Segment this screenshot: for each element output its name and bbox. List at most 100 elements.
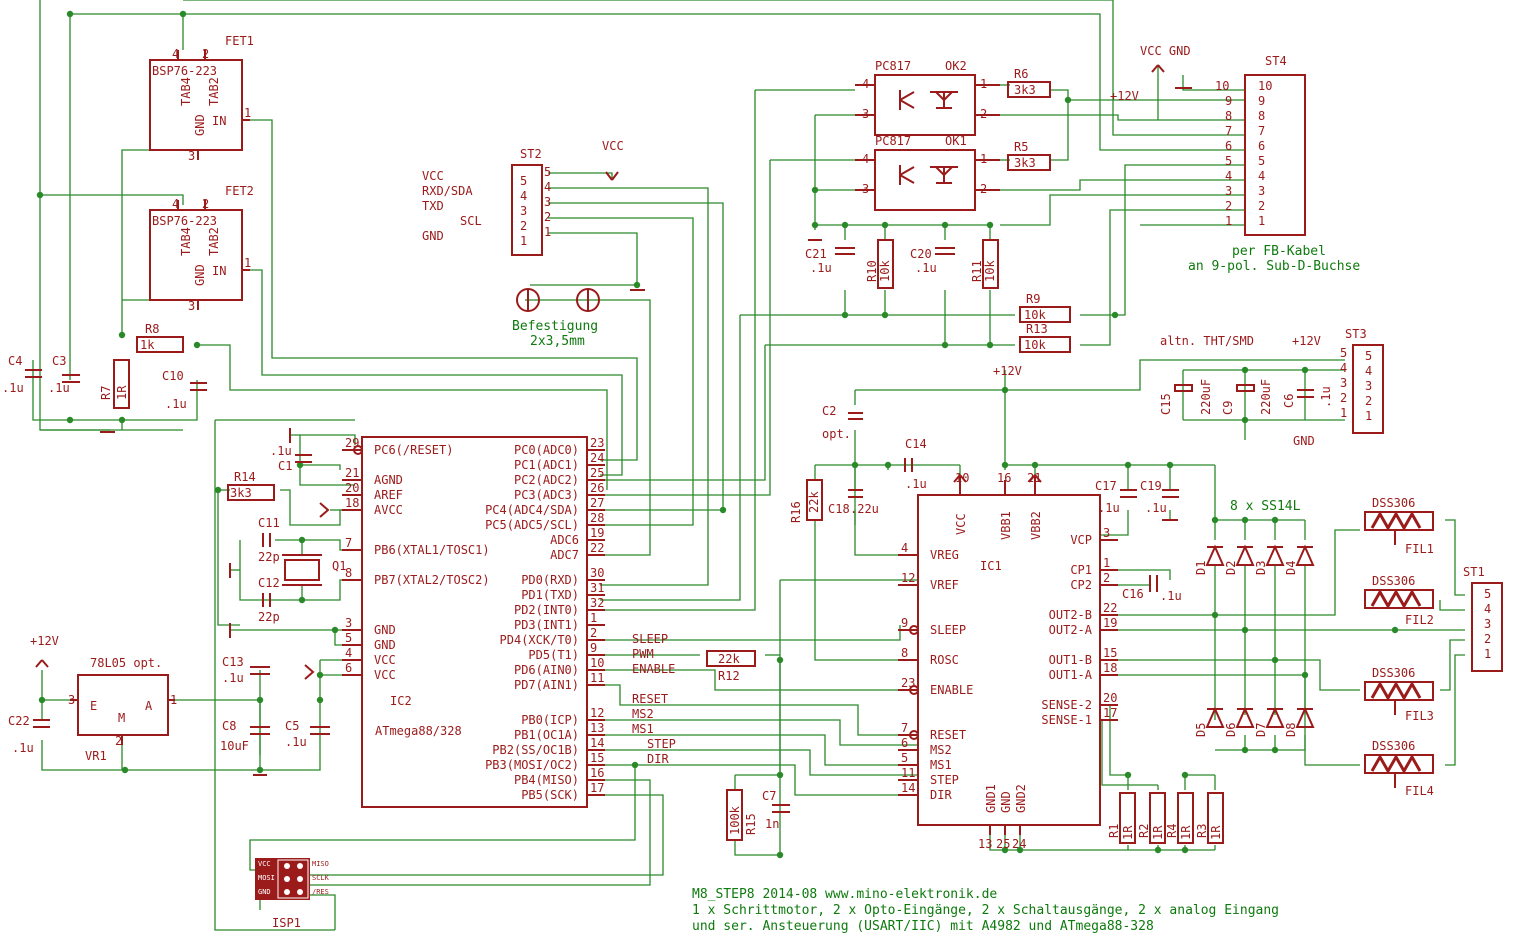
pin-label: ENABLE [930, 683, 973, 697]
pin-number: 6 [345, 661, 352, 675]
pin-number: 8 [345, 566, 352, 580]
pin-number: 27 [590, 496, 604, 510]
svg-text:1: 1 [1484, 647, 1491, 661]
filters: DSS306 FIL1 DSS306 FIL2 DSS306 FIL3 DSS3… [1364, 496, 1434, 798]
ic1-right-pins: 3VCP1CP12CP222OUT2-B19OUT2-A15OUT1-B18OU… [1041, 526, 1118, 727]
svg-text:C21: C21 [805, 247, 827, 261]
svg-text:TAB2: TAB2 [207, 227, 221, 256]
mounting-holes: Befestigung 2x3,5mm [512, 288, 600, 349]
svg-text:10uF: 10uF [220, 739, 249, 753]
svg-text:per FB-Kabel: per FB-Kabel [1232, 244, 1326, 259]
svg-text:22k: 22k [807, 491, 821, 513]
pin-label: PC3(ADC3) [514, 488, 579, 502]
pin-number: 9 [901, 616, 908, 630]
pin-number: 2 [590, 626, 597, 640]
svg-text:IC2: IC2 [390, 694, 412, 708]
pin-label: PB2(SS/OC1B) [492, 743, 579, 757]
svg-text:C11: C11 [258, 516, 280, 530]
svg-text:ENABLE: ENABLE [632, 662, 675, 676]
pin-label: ROSC [930, 653, 959, 667]
svg-text:R12: R12 [718, 669, 740, 683]
svg-text:VR1: VR1 [85, 749, 107, 763]
svg-text:/RES: /RES [312, 888, 329, 896]
svg-text:D3: D3 [1254, 561, 1268, 575]
pin-number: 12 [901, 571, 915, 585]
svg-text:.1u: .1u [1098, 501, 1120, 515]
pin-number: 4 [345, 646, 352, 660]
svg-text:R11: R11 [970, 260, 984, 282]
svg-text:13: 13 [978, 837, 992, 851]
svg-text:D8: D8 [1284, 723, 1298, 737]
svg-text:3k3: 3k3 [1014, 156, 1036, 170]
svg-text:1n: 1n [765, 817, 779, 831]
pin-label: PC5(ADC5/SCL) [485, 518, 579, 532]
svg-text:R13: R13 [1026, 322, 1048, 336]
pin-label: PD4(XCK/T0) [500, 633, 579, 647]
svg-text:MS2: MS2 [632, 707, 654, 721]
svg-text:A: A [145, 699, 153, 713]
svg-text:C4: C4 [8, 354, 22, 368]
svg-text:BSP76-223: BSP76-223 [152, 64, 217, 78]
svg-text:22k: 22k [718, 652, 740, 666]
svg-text:IC1: IC1 [980, 559, 1002, 573]
pin-label: MS2 [930, 743, 952, 757]
isp-connector: VCC MISO MOSI SCLK GND /RES ISP1 [255, 858, 330, 930]
pin-label: AGND [374, 473, 403, 487]
svg-text:C3: C3 [52, 354, 66, 368]
svg-text:C16: C16 [1122, 587, 1144, 601]
svg-text:1: 1 [244, 256, 251, 270]
svg-text:5: 5 [1484, 587, 1491, 601]
svg-text:3: 3 [1258, 184, 1265, 198]
pin-number: 22 [1103, 601, 1117, 615]
pin-number: 18 [1103, 661, 1117, 675]
svg-text:4: 4 [172, 197, 179, 211]
svg-text:C7: C7 [762, 789, 776, 803]
svg-text:3: 3 [1340, 376, 1347, 390]
pin-label: PD0(RXD) [521, 573, 579, 587]
pin-label: PB1(OC1A) [514, 728, 579, 742]
svg-text:PC817: PC817 [875, 59, 911, 73]
pin-label: PC6(/RESET) [374, 443, 453, 457]
svg-text:FET1: FET1 [225, 34, 254, 48]
pin-number: 15 [1103, 646, 1117, 660]
svg-text:.1u: .1u [810, 261, 832, 275]
svg-text:.1u: .1u [2, 381, 24, 395]
svg-text:M8_STEP8 2014-08 www.mino-ele: M8_STEP8 2014-08 www.mino-elektronik.de [692, 887, 997, 902]
svg-text:1: 1 [1258, 214, 1265, 228]
pin-number: 25 [590, 466, 604, 480]
pin-label: ADC6 [550, 533, 579, 547]
pin-number: 10 [590, 656, 604, 670]
svg-text:4: 4 [1258, 169, 1265, 183]
svg-text:E: E [90, 699, 97, 713]
svg-text:1 x Schrittmotor, 2 x Opto-Ein: 1 x Schrittmotor, 2 x Opto-Eingänge, 2 x… [692, 903, 1279, 918]
svg-text:R16: R16 [789, 501, 803, 523]
svg-text:1: 1 [520, 234, 527, 248]
svg-text:1R: 1R [115, 385, 129, 400]
pin-number: 16 [590, 766, 604, 780]
svg-text:C15: C15 [1159, 393, 1173, 415]
svg-text:C6: C6 [1282, 394, 1296, 408]
svg-text:C1: C1 [278, 459, 292, 473]
svg-text:3: 3 [1225, 184, 1232, 198]
svg-text:8: 8 [1225, 109, 1232, 123]
svg-text:OK2: OK2 [945, 59, 967, 73]
svg-text:GND: GND [193, 264, 207, 286]
svg-text:ST3: ST3 [1345, 327, 1367, 341]
